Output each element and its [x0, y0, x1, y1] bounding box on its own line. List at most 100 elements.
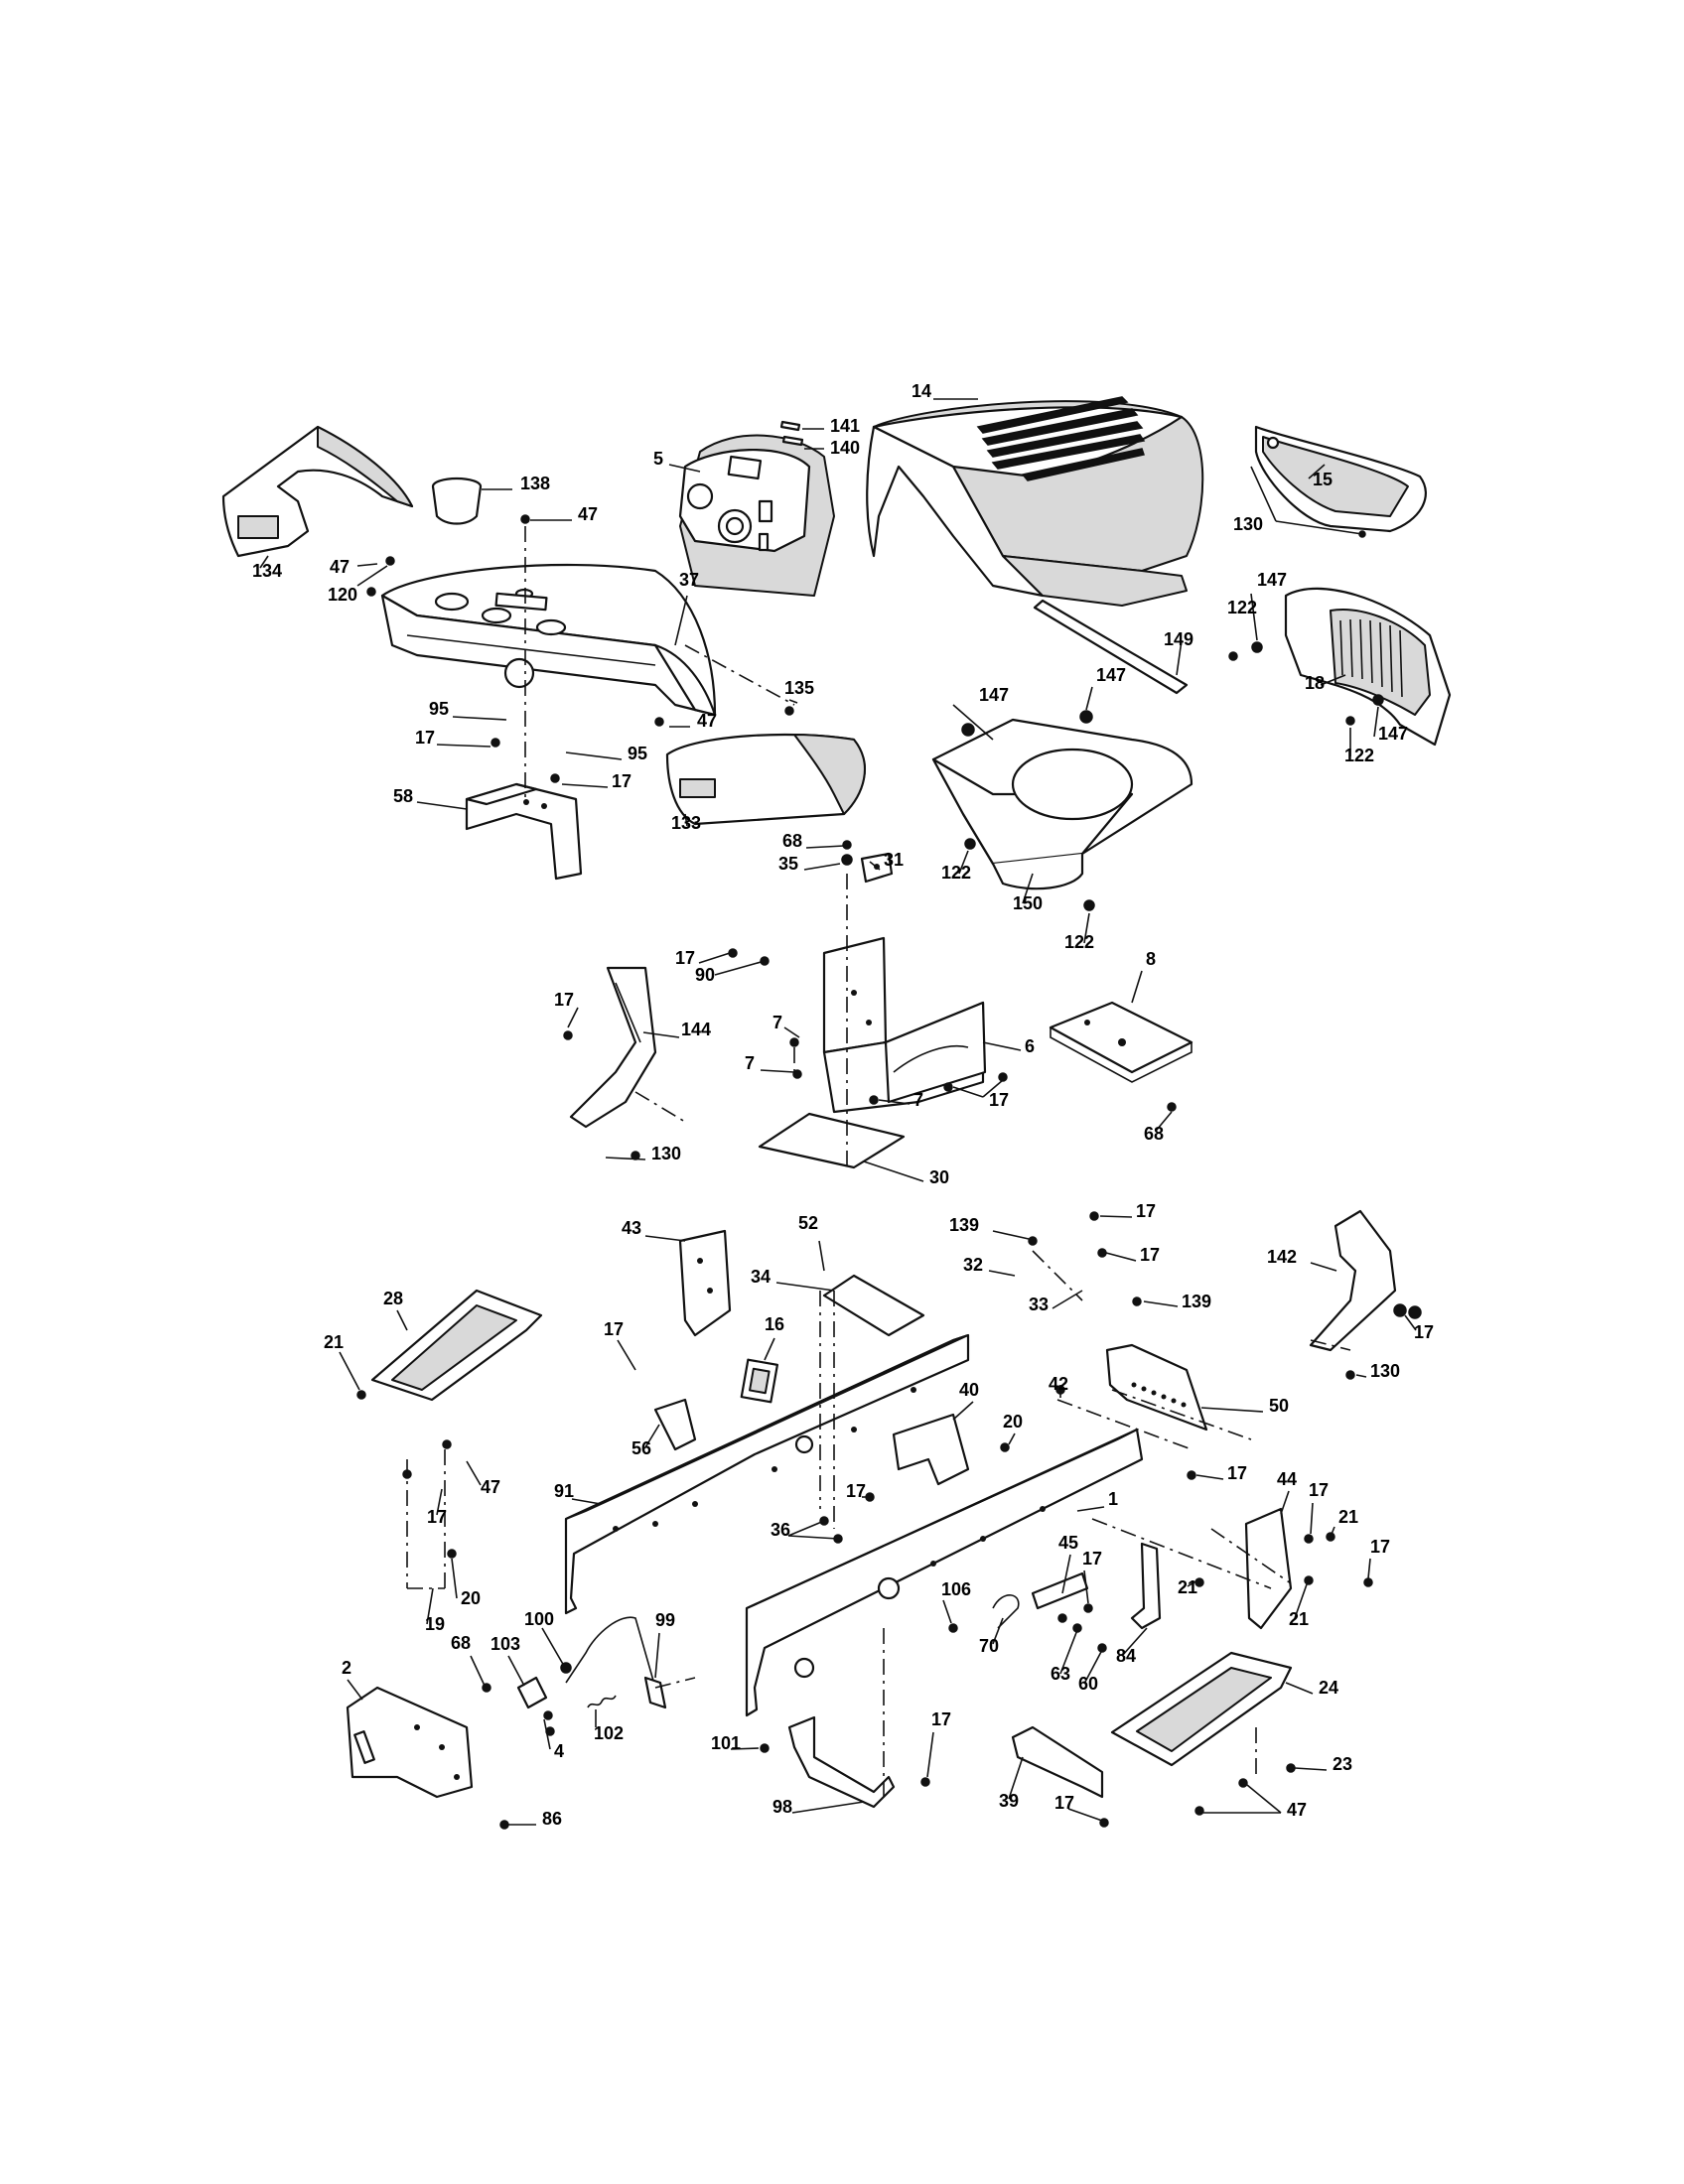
callout-label: 17: [931, 1709, 951, 1729]
callout-label: 16: [765, 1314, 784, 1334]
clip-small-part: [516, 1676, 548, 1709]
callout-label: 86: [542, 1809, 562, 1829]
callout-label: 101: [711, 1733, 741, 1753]
callout-label: 2: [342, 1658, 351, 1678]
callout-label: 20: [1003, 1412, 1023, 1432]
front-support-part: [1105, 1343, 1208, 1432]
firewall-part: [822, 936, 987, 1114]
callout-label: 144: [681, 1020, 711, 1039]
right-footrest-part: [1110, 1651, 1293, 1767]
callout-label: 7: [913, 1090, 923, 1110]
callout-label: 122: [1227, 598, 1257, 617]
key-part: [779, 420, 801, 432]
callout-label: 24: [1319, 1678, 1338, 1698]
callout-label: 138: [520, 474, 550, 493]
callout-label: 37: [679, 570, 699, 590]
upright-plate-part: [678, 1229, 732, 1337]
small-bracket-part: [653, 1398, 697, 1451]
callout-label: 19: [425, 1614, 445, 1634]
callout-label: 45: [1058, 1533, 1078, 1553]
callout-label: 17: [675, 948, 695, 968]
callout-label: 39: [999, 1791, 1019, 1811]
callout-label: 95: [628, 744, 647, 763]
callout-label: 58: [393, 786, 413, 806]
left-bracket-part: [569, 966, 657, 1129]
callout-label: 56: [632, 1438, 651, 1458]
lower-bracket-part: [787, 1715, 896, 1809]
callout-label: 17: [1414, 1322, 1434, 1342]
callout-label: 33: [1029, 1295, 1049, 1314]
left-footrest-part: [370, 1289, 543, 1402]
callout-label: 70: [979, 1636, 999, 1656]
callout-label: 21: [1338, 1507, 1358, 1527]
left-axle-plate-part: [346, 1686, 474, 1799]
callout-label: 17: [1082, 1549, 1102, 1569]
cup-holder-part: [431, 477, 483, 525]
callout-label: 60: [1078, 1674, 1098, 1694]
grommet-part: [740, 1358, 778, 1404]
dash-cover-part: [380, 563, 717, 717]
center-bracket-part: [892, 1413, 970, 1486]
callout-label: 14: [912, 381, 931, 401]
callout-label: 130: [1233, 514, 1263, 534]
dash-bracket-part: [465, 782, 583, 881]
callout-label: 135: [784, 678, 814, 698]
callout-label: 21: [1178, 1577, 1197, 1597]
callout-label: 34: [751, 1267, 771, 1287]
pedal-rod-part: [565, 1616, 667, 1709]
callout-label: 106: [941, 1579, 971, 1599]
callout-label: 17: [1370, 1537, 1390, 1557]
right-fender-part: [1254, 425, 1427, 533]
plate-part: [758, 1112, 906, 1169]
callout-label: 21: [1289, 1609, 1309, 1629]
callout-label: 149: [1164, 629, 1193, 649]
center-lines: [406, 526, 1351, 1797]
callout-label: 139: [949, 1215, 979, 1235]
callout-label: 17: [846, 1481, 866, 1501]
callout-label: 17: [554, 990, 574, 1010]
callout-label: 17: [612, 771, 632, 791]
callout-label: 52: [798, 1213, 818, 1233]
callout-label: 31: [884, 850, 904, 870]
shaft-part: [1031, 1571, 1089, 1610]
callout-label: 90: [695, 965, 715, 985]
key-part: [781, 435, 804, 447]
callout-label: 100: [524, 1609, 554, 1629]
callout-label: 47: [330, 557, 350, 577]
callout-label: 147: [1096, 665, 1126, 685]
callout-label: 36: [771, 1520, 790, 1540]
callout-label: 47: [1287, 1800, 1307, 1820]
callout-label: 102: [594, 1723, 624, 1743]
callout-label: 68: [451, 1633, 471, 1653]
hood-part: [866, 396, 1204, 607]
callout-label: 30: [929, 1167, 949, 1187]
leader-lines: [259, 398, 1417, 1826]
callout-label: 8: [1146, 949, 1156, 969]
right-bracket-part: [1309, 1209, 1422, 1352]
callout-label: 130: [1370, 1361, 1400, 1381]
callout-label: 103: [491, 1634, 520, 1654]
callout-label: 47: [697, 711, 717, 731]
brake-bracket-part: [1130, 1542, 1162, 1630]
callout-label: 18: [1305, 673, 1325, 693]
left-rear-fender-part: [221, 425, 414, 558]
callout-label: 140: [830, 438, 860, 458]
callout-label: 7: [745, 1053, 755, 1073]
callout-label: 17: [1140, 1245, 1160, 1265]
callout-label: 122: [1064, 932, 1094, 952]
callout-label: 17: [427, 1507, 447, 1527]
callout-label: 47: [578, 504, 598, 524]
callout-label: 134: [252, 561, 282, 581]
callout-label: 68: [1144, 1124, 1164, 1144]
callout-label: 1: [1108, 1489, 1118, 1509]
callout-label: 17: [1054, 1793, 1074, 1813]
grille-part: [1284, 587, 1452, 747]
callout-label: 91: [554, 1481, 574, 1501]
rear-bracket-part: [1011, 1725, 1104, 1799]
callout-label: 17: [1309, 1480, 1329, 1500]
front-fender-part: [665, 733, 866, 826]
dash-panel-part: [678, 434, 835, 597]
left-frame-rail-part: [564, 1333, 970, 1615]
